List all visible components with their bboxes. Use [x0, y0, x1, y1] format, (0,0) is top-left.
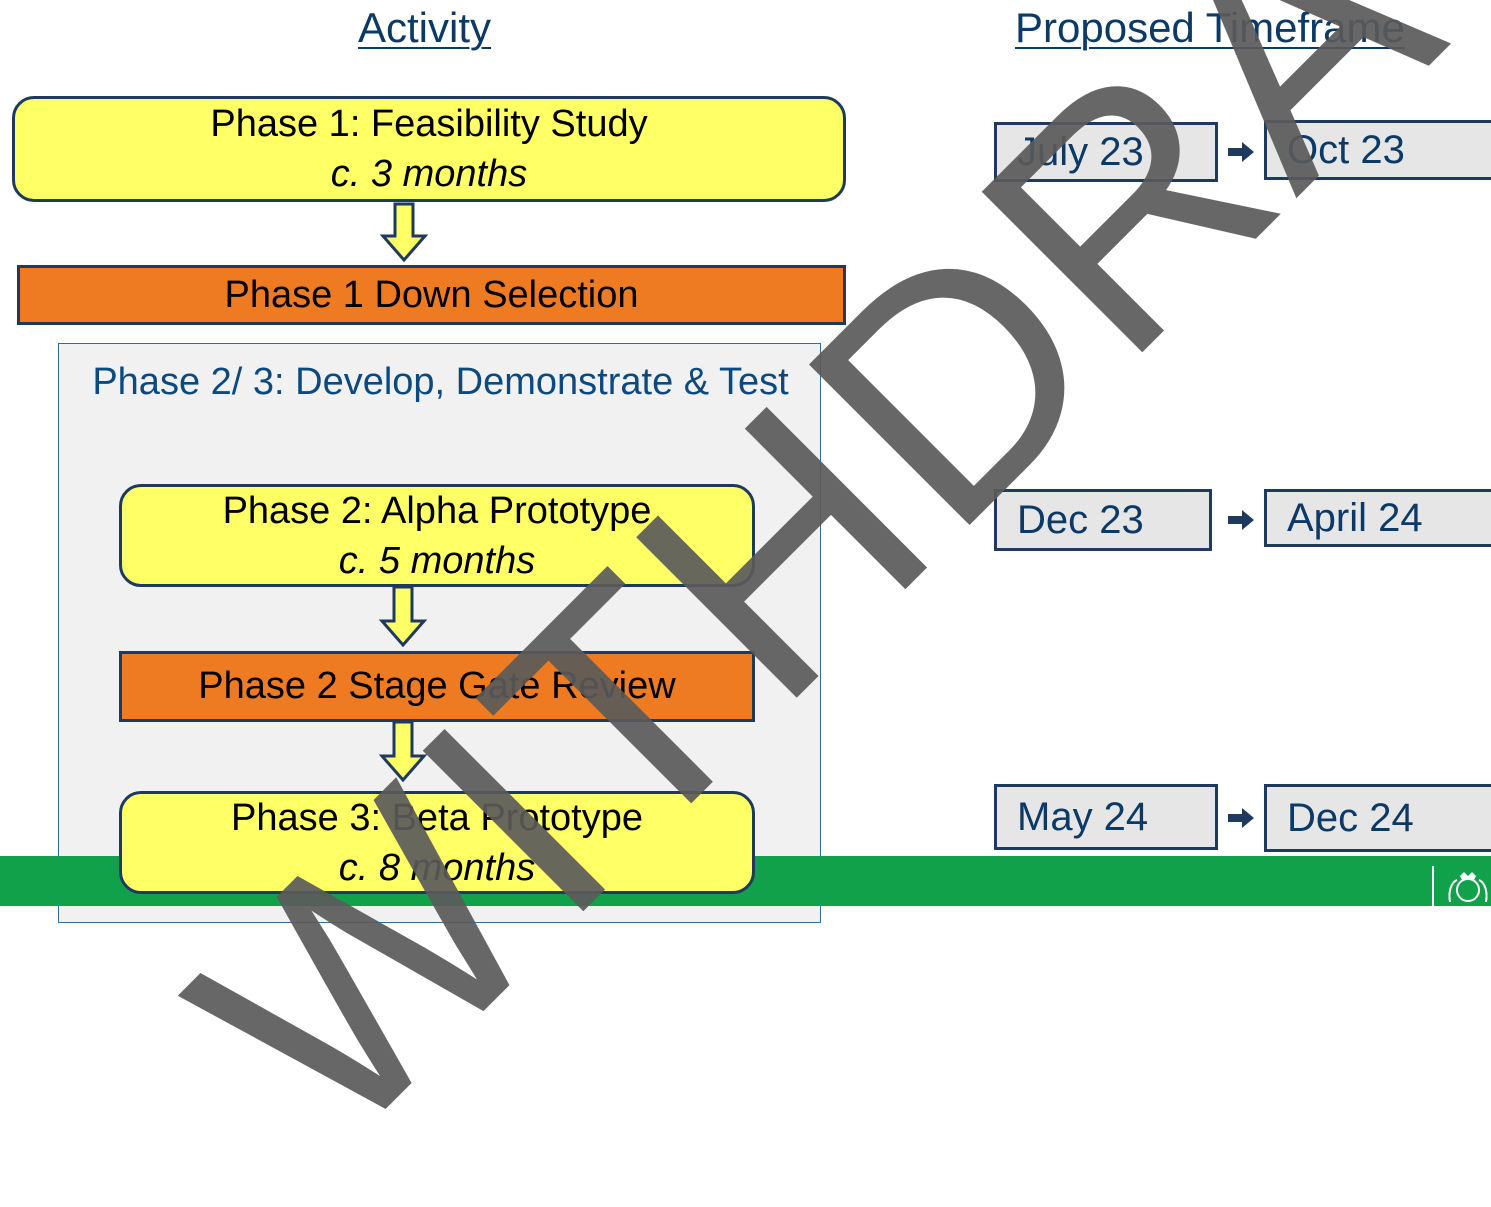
- phase23-title: Phase 2/ 3: Develop, Demonstrate & Test: [92, 361, 789, 403]
- right-arrow-icon: [1228, 808, 1254, 828]
- timeframe-end-box: Dec 24: [1264, 784, 1491, 852]
- timeframe-start-box: July 23: [994, 122, 1218, 182]
- phase3-box: Phase 3: Beta Prototype c. 8 months: [119, 791, 755, 894]
- phase2-title: Phase 2: Alpha Prototype: [222, 489, 652, 532]
- phase1-down-selection: Phase 1 Down Selection: [17, 265, 846, 325]
- activity-heading: Activity: [358, 4, 492, 51]
- timeframe-end-box: April 24: [1264, 489, 1491, 547]
- down-arrow-icon: [378, 720, 428, 782]
- phase3-duration: c. 8 months: [338, 846, 536, 889]
- phase1-title: Phase 1: Feasibility Study: [210, 103, 648, 145]
- down-arrow-icon: [379, 202, 429, 262]
- phase2-box: Phase 2: Alpha Prototype c. 5 months: [119, 484, 755, 587]
- timeframe-end-box: Oct 23: [1264, 120, 1491, 180]
- timeframe-heading: Proposed Timeframe: [1015, 4, 1405, 51]
- timeframe-start-box: Dec 23: [994, 489, 1212, 551]
- timeframe-start-box: May 24: [994, 784, 1218, 850]
- down-arrow-icon: [378, 585, 428, 647]
- right-arrow-icon: [1228, 142, 1254, 162]
- right-arrow-icon: [1228, 510, 1254, 530]
- phase2-stage-gate-review: Phase 2 Stage Gate Review: [119, 651, 755, 722]
- phase2-duration: c. 5 months: [338, 539, 536, 582]
- phase1-box: Phase 1: Feasibility Study c. 3 months: [12, 96, 846, 202]
- phase1-duration: c. 3 months: [330, 153, 528, 195]
- phase3-title: Phase 3: Beta Prototype: [231, 796, 643, 839]
- royal-crest-icon: [1432, 866, 1491, 906]
